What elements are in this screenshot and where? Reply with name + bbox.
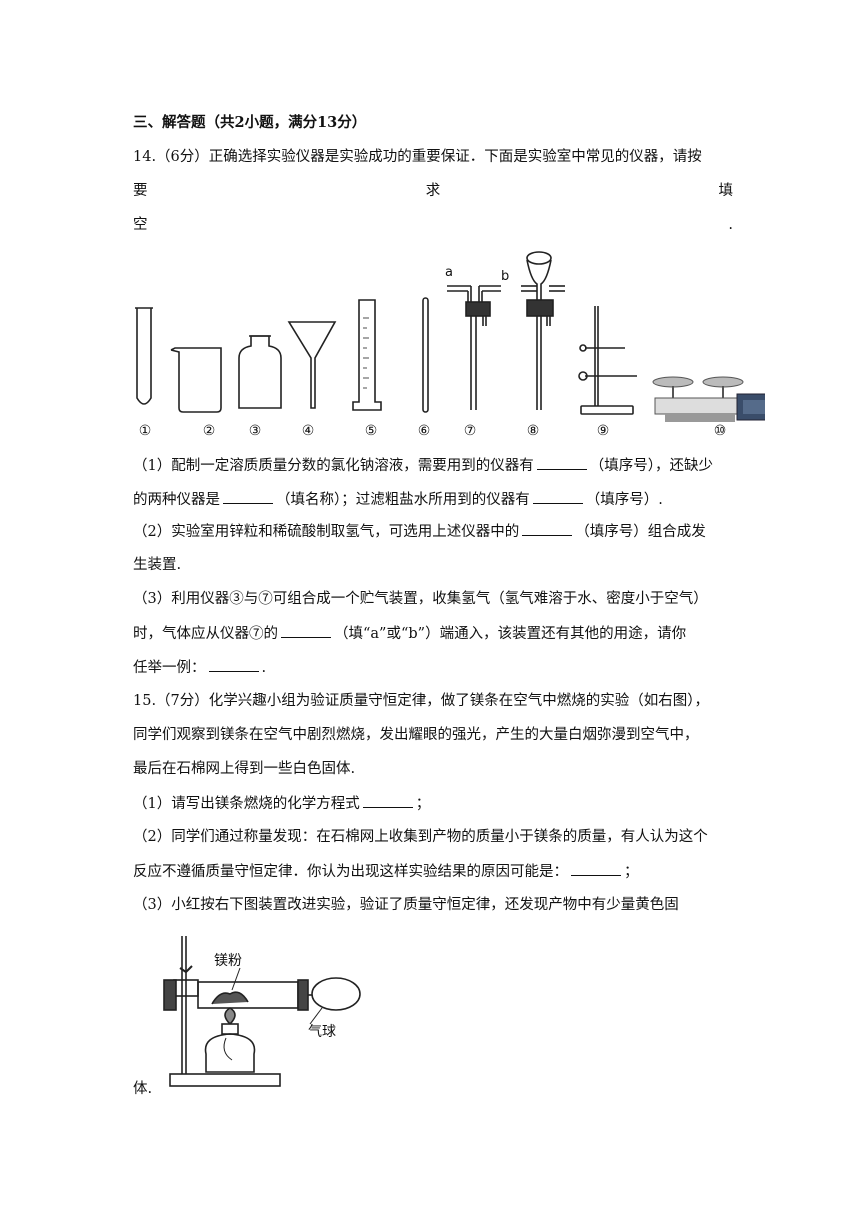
- magnesium-powder-icon: [211, 991, 249, 1005]
- q14-part1-line2: 的两种仪器是（填名称）；过滤粗盐水所用到的仪器有（填序号）.: [133, 489, 733, 510]
- instrument-label-3: ③: [248, 423, 262, 439]
- answer-blank[interactable]: [208, 657, 259, 672]
- iron-stand-icon: [578, 306, 637, 415]
- instrument-label-8: ⑧: [526, 423, 540, 439]
- glass-rod-icon: [422, 297, 429, 413]
- bottle-icon: [238, 335, 282, 409]
- test-tube-icon: [136, 308, 152, 405]
- q14-stem-line3: 空 .: [133, 215, 733, 235]
- q14-part2-line2: 生装置.: [133, 557, 182, 573]
- answer-blank[interactable]: [536, 455, 587, 470]
- q14-stem-word: .: [728, 217, 733, 233]
- answer-blank[interactable]: [281, 623, 331, 638]
- q15-line1: 15.（7分）化学兴趣小组为验证质量守恒定律，做了镁条在空气中燃烧的实验（如右图…: [133, 693, 710, 709]
- q14-stem-word: 空: [133, 217, 148, 233]
- label-balloon: 气球: [308, 1024, 336, 1040]
- beaker-icon: [170, 347, 222, 413]
- apparatus-diagram: 镁粉 气球: [163, 936, 361, 1087]
- answer-blank[interactable]: [223, 489, 273, 504]
- instrument-label-6: ⑥: [417, 423, 431, 439]
- label-magnesium-powder: 镁粉: [214, 953, 242, 969]
- glass-tube-icon: [197, 981, 299, 1009]
- q14-stem-word: 填: [718, 183, 734, 199]
- funnel-icon: [287, 321, 337, 409]
- instruments-figure: a b: [135, 251, 765, 422]
- q14-stem-line2: 要 求 填: [133, 181, 733, 201]
- instrument-label-2: ②: [202, 423, 216, 439]
- q15-part3-line1: （3）小红按右下图装置改进实验，验证了质量守恒定律，还发现产物中有少量黄色固: [133, 897, 679, 913]
- q14-part1-line1: （1）配制一定溶质质量分数的氯化钠溶液，需要用到的仪器有（填序号），还缺少: [133, 455, 733, 476]
- answer-blank[interactable]: [532, 489, 583, 504]
- long-neck-funnel-icon: [521, 251, 565, 410]
- stopper-two-tubes-icon: [447, 285, 501, 410]
- q15-line3: 最后在石棉网上得到一些白色固体.: [133, 761, 356, 777]
- q14-stem-word: 求: [425, 183, 441, 199]
- q14-part3-line2: 时，气体应从仪器⑦的（填“a”或“b”）端通入，该装置还有其他的用途，请你: [133, 623, 733, 644]
- section-title: 三、解答题（共2小题，满分13分）: [133, 114, 367, 131]
- stand-base-icon: [169, 1073, 281, 1087]
- balloon-icon: [311, 977, 361, 1011]
- q14-part3-line1: （3）利用仪器③与⑦可组合成一个贮气装置，收集氢气（氢气难溶于水、密度小于空气）: [133, 591, 708, 607]
- q14-stem-word: 要: [133, 183, 148, 199]
- q14-part3-line3: 任举一例：.: [133, 657, 733, 678]
- instrument-label-10: ⑩: [713, 423, 727, 439]
- port-label-a: a: [445, 265, 453, 280]
- alcohol-lamp-icon: [204, 1033, 256, 1073]
- answer-blank[interactable]: [362, 793, 413, 808]
- answer-blank[interactable]: [522, 521, 573, 536]
- instrument-label-1: ①: [138, 423, 152, 439]
- q15-part2-line2: 反应不遵循质量守恒定律．你认为出现这样实验结果的原因可能是：；: [133, 861, 733, 882]
- q15-part1: （1）请写出镁条燃烧的化学方程式；: [133, 793, 733, 814]
- instrument-label-5: ⑤: [364, 423, 378, 439]
- graduated-cylinder-icon: [352, 299, 382, 411]
- q14-stem-line1: 14.（6分）正确选择实验仪器是实验成功的重要保证．下面是实验室中常见的仪器，请…: [133, 149, 702, 165]
- q15-part2-line1: （2）同学们通过称量发现：在石棉网上收集到产物的质量小于镁条的质量，有人认为这个: [133, 829, 708, 845]
- q14-part2-line1: （2）实验室用锌粒和稀硫酸制取氢气，可选用上述仪器中的（填序号）组合成发: [133, 521, 733, 542]
- port-label-b: b: [501, 269, 509, 284]
- q15-part3-end: 体.: [133, 1081, 153, 1097]
- instrument-label-4: ④: [301, 423, 315, 439]
- q15-line2: 同学们观察到镁条在空气中剧烈燃烧，发出耀眼的强光，产生的大量白烟弥漫到空气中，: [133, 727, 699, 743]
- instrument-label-9: ⑨: [596, 423, 610, 439]
- instrument-label-7: ⑦: [463, 423, 477, 439]
- answer-blank[interactable]: [571, 861, 621, 876]
- balance-and-weights-icon: [652, 376, 765, 422]
